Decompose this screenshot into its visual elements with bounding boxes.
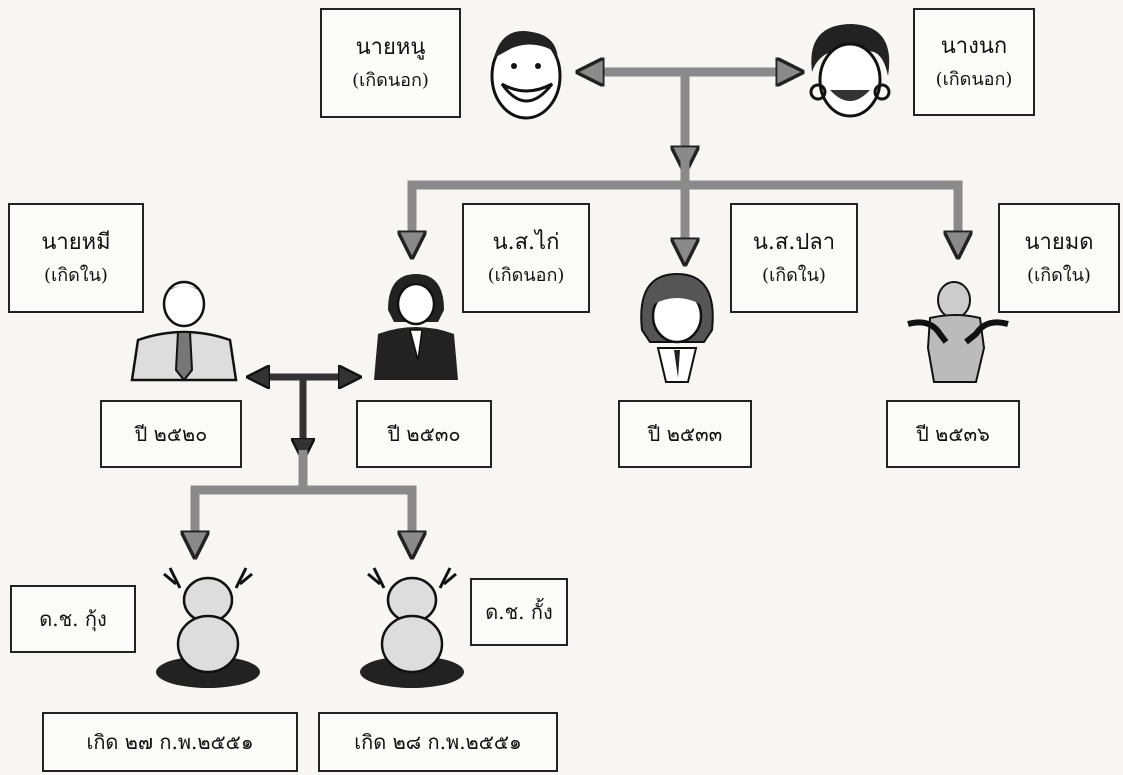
baby-icon [360,567,464,688]
box-ns-kai: น.ส.ไก่ (เกิดนอก) [462,203,590,313]
status-nai-mot: (เกิดใน) [1027,264,1091,286]
year-box-ns-pla: ปี ๒๕๓๓ [618,400,752,468]
box-ns-pla: น.ส.ปลา (เกิดใน) [730,203,858,313]
year-ns-pla: ปี ๒๕๓๓ [647,421,723,446]
birth-dc-kung: เกิด ๒๗ ก.พ.๒๕๕๑ [86,729,254,754]
name-dc-kung: ด.ช. กุ้ง [39,606,107,631]
name-nai-mot: นายมด [1024,230,1094,255]
name-ns-kai: น.ส.ไก่ [492,230,560,255]
year-nai-mot: ปี ๒๕๓๖ [916,421,990,446]
man-standing-icon [907,281,1009,383]
box-dc-kung: ด.ช. กุ้ง [10,585,136,653]
box-nai-nu: นายหนู (เกิดนอก) [320,8,461,118]
box-nang-nok: นางนก (เกิดนอก) [913,8,1035,116]
name-nang-nok: นางนก [940,34,1008,59]
status-ns-kai: (เกิดนอก) [487,264,565,286]
baby-icon [156,567,260,688]
year-box-nai-mi: ปี ๒๕๒๐ [100,400,242,468]
name-ns-pla: น.ส.ปลา [752,230,836,255]
box-dc-kang: ด.ช. กั้ง [470,578,568,646]
birth-dc-kang: เกิด ๒๘ ก.พ.๒๕๕๑ [354,729,522,754]
year-ns-kai: ปี ๒๕๓๐ [387,421,461,446]
box-nai-mot: นายมด (เกิดใน) [998,203,1120,313]
woman-face-icon [809,24,891,118]
year-nai-mi: ปี ๒๕๒๐ [134,421,208,446]
status-nai-mi: (เกิดใน) [44,264,108,286]
year-box-ns-kai: ปี ๒๕๓๐ [356,400,492,468]
man-tie-icon [130,280,238,382]
year-box-nai-mot: ปี ๒๕๓๖ [886,400,1020,468]
birth-box-dc-kung: เกิด ๒๗ ก.พ.๒๕๕๑ [42,712,298,772]
grandchildren-bar [195,485,412,545]
birth-box-dc-kang: เกิด ๒๘ ก.พ.๒๕๕๑ [318,712,558,772]
man-face-icon [490,31,562,120]
status-nang-nok: (เกิดนอก) [935,68,1013,90]
status-ns-pla: (เกิดใน) [762,264,826,286]
box-nai-mi: นายหมี (เกิดใน) [8,203,144,313]
woman-icon [374,274,458,380]
name-dc-kang: ด.ช. กั้ง [485,599,553,624]
name-nai-nu: นายหนู [355,35,426,60]
name-nai-mi: นายหมี [41,230,111,255]
status-nai-nu: (เกิดนอก) [352,69,429,91]
girl-icon [640,272,714,383]
